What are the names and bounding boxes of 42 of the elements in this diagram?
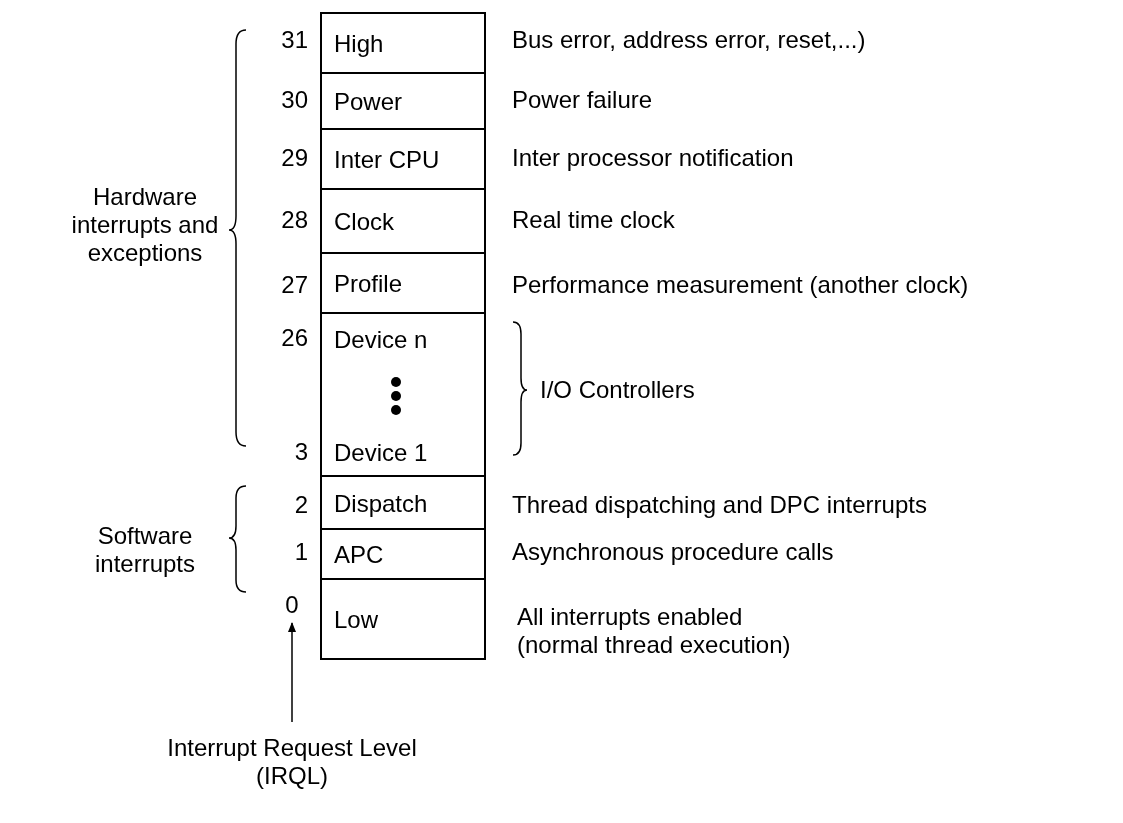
level-description: Performance measurement (another clock) bbox=[512, 271, 969, 299]
level-box bbox=[320, 475, 486, 530]
level-box bbox=[320, 128, 486, 190]
level-box bbox=[320, 312, 486, 477]
level-description: Real time clock bbox=[512, 206, 675, 234]
level-number: 2 bbox=[294, 491, 308, 519]
level-box bbox=[320, 528, 486, 580]
level-description: Bus error, address error, reset,...) bbox=[512, 26, 866, 54]
level-box bbox=[320, 188, 486, 254]
level-number: 30 bbox=[281, 86, 308, 114]
group-label: Software interrupts bbox=[93, 522, 196, 578]
level-box bbox=[320, 12, 486, 74]
level-number: 28 bbox=[281, 206, 308, 234]
level-number: 3 bbox=[294, 438, 308, 466]
level-name: APC bbox=[334, 541, 384, 569]
level-name: Dispatch bbox=[334, 489, 428, 518]
level-number: 0 bbox=[277, 591, 307, 619]
level-name: Device 1 bbox=[334, 439, 428, 467]
level-box bbox=[320, 72, 486, 130]
level-number: 26 bbox=[281, 324, 308, 352]
level-name: Inter CPU bbox=[334, 146, 440, 174]
level-description: Asynchronous procedure calls bbox=[512, 538, 834, 566]
level-name: High bbox=[334, 30, 384, 58]
group-label: Hardware interrupts and exceptions bbox=[70, 183, 220, 267]
axis-caption: Interrupt Request Level (IRQL) bbox=[132, 734, 452, 790]
level-number: 29 bbox=[281, 144, 308, 172]
level-number: 1 bbox=[294, 538, 308, 566]
arrow bbox=[288, 622, 296, 723]
level-box bbox=[320, 252, 486, 314]
level-name: Profile bbox=[334, 270, 403, 298]
level-number: 27 bbox=[281, 271, 308, 299]
level-name: Power bbox=[334, 88, 403, 116]
level-description: I/O Controllers bbox=[540, 376, 695, 404]
level-description: Thread dispatching and DPC interrupts bbox=[512, 491, 927, 519]
level-name: Clock bbox=[334, 208, 394, 236]
level-name: Low bbox=[334, 606, 379, 634]
level-number: 31 bbox=[281, 26, 308, 54]
level-description: All interrupts enabled (normal thread execution) bbox=[517, 603, 792, 659]
level-description: Power failure bbox=[512, 86, 653, 114]
level-description: Inter processor notification bbox=[512, 144, 794, 172]
level-name: Device n bbox=[334, 326, 428, 354]
level-box bbox=[320, 578, 486, 660]
